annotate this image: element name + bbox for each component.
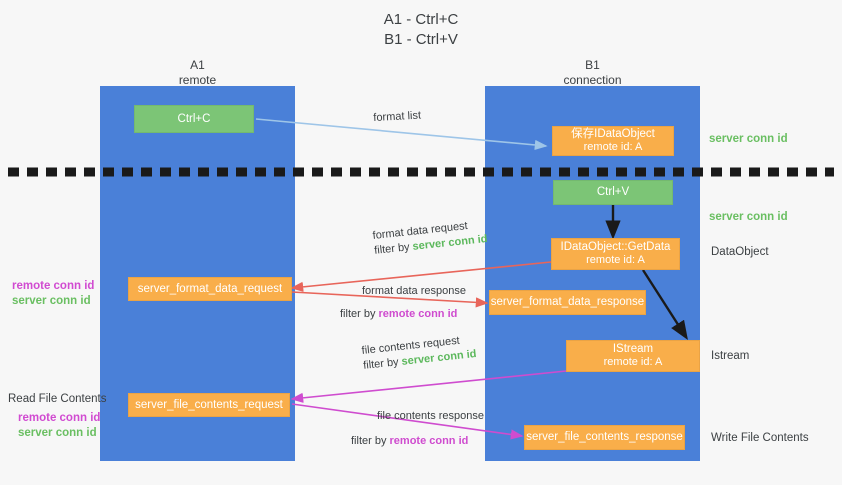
- box-server-format-data-response-label: server_format_data_response: [490, 296, 645, 308]
- box-ctrl-v-label: Ctrl+V: [596, 186, 630, 198]
- annotation-format-data-request-prefix: filter by: [373, 240, 414, 257]
- box-idataobject-getdata-line1: IDataObject::GetData: [560, 241, 671, 253]
- label-server-conn-id-top: server conn id: [709, 133, 788, 145]
- annotation-format-data-response-key: remote conn id: [378, 308, 458, 320]
- box-ctrl-c[interactable]: Ctrl+C: [134, 105, 254, 133]
- annotation-file-contents-request: file contents request filter by server c…: [361, 332, 477, 374]
- label-read-file-contents: Read File Contents: [8, 393, 107, 405]
- annotation-format-data-request: format data request filter by server con…: [372, 217, 488, 259]
- box-server-file-contents-response[interactable]: server_file_contents_response: [524, 425, 685, 450]
- annotation-file-contents-response-key: remote conn id: [389, 435, 469, 447]
- annotation-format-data-response-filter: filter by remote conn id: [340, 307, 466, 322]
- annotation-format-list: format list: [373, 109, 421, 126]
- box-server-file-contents-response-label: server_file_contents_response: [526, 431, 683, 443]
- box-istream-line2: remote id: A: [603, 356, 663, 368]
- box-idataobject-getdata-line2: remote id: A: [586, 254, 645, 266]
- box-save-idataobject-line1: 保存IDataObject: [571, 128, 655, 140]
- title-line-2: B1 - Ctrl+V: [384, 31, 458, 48]
- lane-a1-sub: remote: [178, 73, 217, 87]
- label-dataobject: DataObject: [711, 246, 769, 258]
- lane-header-b1: B1 connection: [485, 58, 700, 88]
- lane-a1-name: A1: [190, 58, 205, 72]
- lane-b1-name: B1: [585, 58, 600, 72]
- label-write-file-contents: Write File Contents: [711, 432, 809, 444]
- annotation-file-contents-response-main: file contents response: [377, 410, 485, 422]
- annotation-format-data-response-prefix: filter by: [340, 308, 379, 320]
- annotation-file-contents-response: file contents response filter by remote …: [351, 409, 484, 449]
- box-istream[interactable]: IStream remote id: A: [566, 340, 700, 372]
- box-server-format-data-response[interactable]: server_format_data_response: [489, 290, 646, 315]
- box-ctrl-v[interactable]: Ctrl+V: [553, 180, 673, 205]
- annotation-format-data-response-main: format data response: [362, 285, 466, 297]
- box-ctrl-c-label: Ctrl+C: [177, 112, 211, 125]
- annotation-file-contents-response-filter: filter by remote conn id: [351, 434, 484, 449]
- label-remote-conn-id-lower: remote conn id: [18, 412, 101, 424]
- annotation-format-data-response: format data response filter by remote co…: [340, 284, 466, 322]
- box-server-file-contents-request-label: server_file_contents_request: [135, 398, 283, 411]
- annotation-file-contents-request-prefix: filter by: [362, 355, 403, 372]
- page-title: A1 - Ctrl+C B1 - Ctrl+V: [0, 10, 842, 50]
- lane-header-a1: A1 remote: [100, 58, 295, 88]
- label-server-conn-id-upper: server conn id: [12, 295, 91, 307]
- box-server-file-contents-request[interactable]: server_file_contents_request: [128, 393, 290, 417]
- label-server-conn-id-mid: server conn id: [709, 211, 788, 223]
- box-save-idataobject-line2: remote id: A: [583, 141, 643, 153]
- label-server-conn-id-lower: server conn id: [18, 427, 97, 439]
- box-save-idataobject[interactable]: 保存IDataObject remote id: A: [552, 126, 674, 156]
- lane-b1-sub: connection: [563, 73, 622, 87]
- annotation-file-contents-response-prefix: filter by: [351, 435, 390, 447]
- annotation-format-list-label: format list: [373, 109, 422, 124]
- box-idataobject-getdata[interactable]: IDataObject::GetData remote id: A: [551, 238, 680, 270]
- label-remote-conn-id-upper: remote conn id: [12, 280, 95, 292]
- label-istream: Istream: [711, 350, 750, 362]
- box-server-format-data-request[interactable]: server_format_data_request: [128, 277, 292, 301]
- box-istream-line1: IStream: [612, 343, 654, 355]
- box-server-format-data-request-label: server_format_data_request: [137, 282, 283, 295]
- title-line-1: A1 - Ctrl+C: [383, 11, 459, 28]
